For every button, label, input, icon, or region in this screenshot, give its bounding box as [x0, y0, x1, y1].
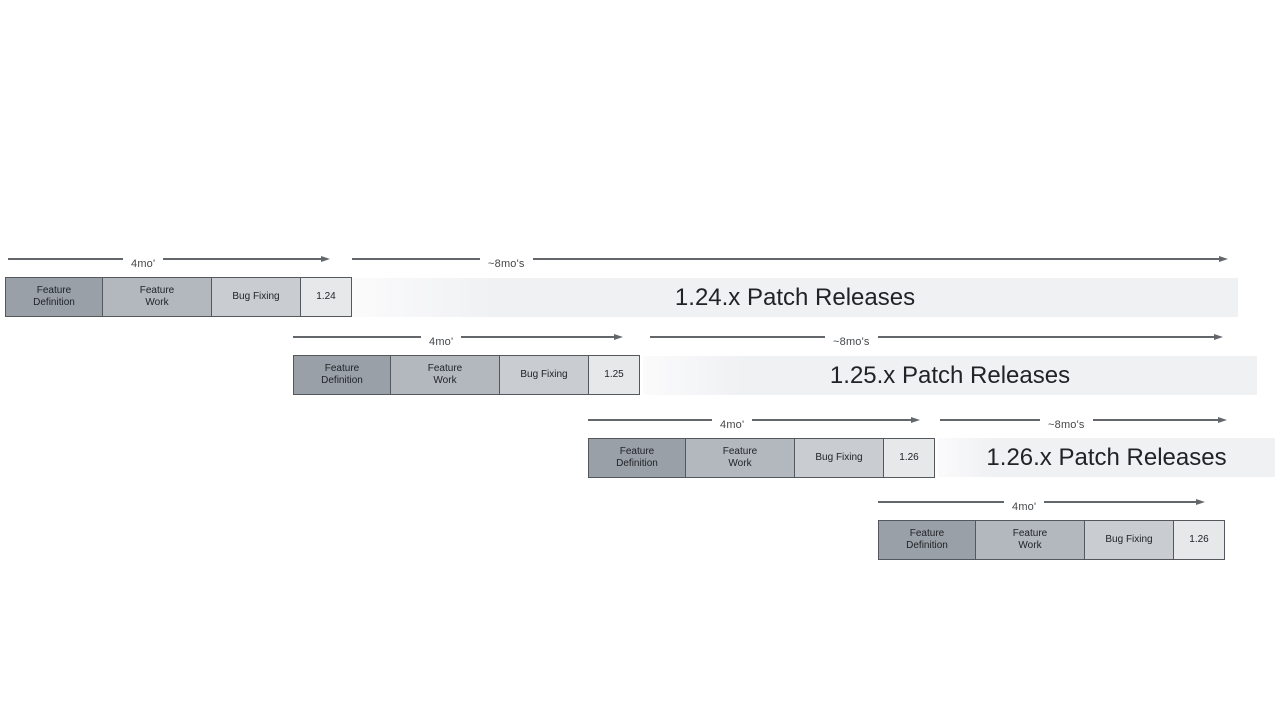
dev-cycle-arrow-row2: 4mo' — [293, 331, 623, 348]
phase-feature-work: Feature Work — [685, 438, 795, 478]
dev-duration-label-row3: 4mo' — [720, 419, 745, 431]
phase-feature-work: Feature Work — [102, 277, 212, 317]
arrow-line — [293, 336, 421, 338]
phase-feature-definition: Feature Definition — [878, 520, 976, 560]
version-label: 1.24 — [316, 290, 336, 302]
arrow-head-icon — [1218, 417, 1227, 423]
version-label: 1.25 — [604, 368, 624, 380]
release-cycle-boxes-row2: Feature Definition Feature Work Bug Fixi… — [293, 355, 640, 395]
version-box: 1.26 — [1173, 520, 1225, 560]
arrow-line — [352, 258, 480, 260]
release-cycle-boxes-row3: Feature Definition Feature Work Bug Fixi… — [588, 438, 935, 478]
patch-releases-bar-row3: 1.26.x Patch Releases — [938, 438, 1275, 477]
version-label: 1.26 — [899, 451, 919, 463]
patch-period-arrow-row3: ~8mo's — [940, 414, 1227, 431]
phase-bug-fixing: Bug Fixing — [211, 277, 301, 317]
phase-bug-fixing: Bug Fixing — [499, 355, 589, 395]
arrow-line — [588, 419, 712, 421]
patch-period-arrow-row2: ~8mo's — [650, 331, 1223, 348]
patch-duration-label-row3: ~8mo's — [1048, 419, 1085, 431]
version-box: 1.24 — [300, 277, 352, 317]
patch-releases-bar-row2: 1.25.x Patch Releases — [643, 356, 1257, 395]
patch-releases-label: 1.24.x Patch Releases — [674, 283, 916, 311]
arrow-line — [650, 336, 825, 338]
phase-label: Feature Definition — [321, 362, 363, 387]
arrow-head-icon — [1196, 499, 1205, 505]
arrow-line — [1092, 419, 1218, 421]
phase-label: Feature Work — [1012, 527, 1048, 552]
patch-duration-label-row1: ~8mo's — [488, 258, 525, 270]
arrow-line — [877, 336, 1214, 338]
phase-feature-work: Feature Work — [390, 355, 500, 395]
phase-label: Feature Work — [722, 445, 758, 470]
phase-label: Bug Fixing — [520, 368, 568, 380]
phase-feature-definition: Feature Definition — [5, 277, 103, 317]
phase-label: Feature Work — [427, 362, 463, 387]
dev-cycle-arrow-row3: 4mo' — [588, 414, 920, 431]
patch-releases-label: 1.25.x Patch Releases — [829, 361, 1071, 389]
phase-label: Bug Fixing — [815, 451, 863, 463]
release-cycle-boxes-row4: Feature Definition Feature Work Bug Fixi… — [878, 520, 1225, 560]
arrow-head-icon — [1214, 334, 1223, 340]
arrow-head-icon — [614, 334, 623, 340]
phase-bug-fixing: Bug Fixing — [1084, 520, 1174, 560]
phase-label: Bug Fixing — [232, 290, 280, 302]
dev-duration-label-row4: 4mo' — [1012, 501, 1037, 513]
arrow-head-icon — [911, 417, 920, 423]
version-box: 1.25 — [588, 355, 640, 395]
dev-duration-label-row1: 4mo' — [131, 258, 156, 270]
patch-releases-bar-row1: 1.24.x Patch Releases — [352, 278, 1238, 317]
version-box: 1.26 — [883, 438, 935, 478]
arrow-line — [940, 419, 1040, 421]
phase-feature-definition: Feature Definition — [293, 355, 391, 395]
arrow-head-icon — [321, 256, 330, 262]
release-cycle-boxes-row1: Feature Definition Feature Work Bug Fixi… — [5, 277, 352, 317]
arrow-line — [752, 419, 911, 421]
arrow-line — [532, 258, 1219, 260]
arrow-line — [461, 336, 614, 338]
version-label: 1.26 — [1189, 533, 1209, 545]
phase-label: Feature Definition — [33, 284, 75, 309]
arrow-head-icon — [1219, 256, 1228, 262]
patch-releases-label: 1.26.x Patch Releases — [986, 443, 1227, 471]
dev-cycle-arrow-row1: 4mo' — [8, 253, 330, 270]
arrow-line — [163, 258, 321, 260]
phase-feature-definition: Feature Definition — [588, 438, 686, 478]
phase-bug-fixing: Bug Fixing — [794, 438, 884, 478]
dev-cycle-arrow-row4: 4mo' — [878, 496, 1205, 513]
arrow-line — [1044, 501, 1196, 503]
phase-label: Feature Definition — [906, 527, 948, 552]
phase-label: Feature Definition — [616, 445, 658, 470]
phase-label: Bug Fixing — [1105, 533, 1153, 545]
arrow-line — [8, 258, 123, 260]
phase-label: Feature Work — [139, 284, 175, 309]
phase-feature-work: Feature Work — [975, 520, 1085, 560]
patch-duration-label-row2: ~8mo's — [833, 336, 870, 348]
arrow-line — [878, 501, 1004, 503]
dev-duration-label-row2: 4mo' — [429, 336, 454, 348]
patch-period-arrow-row1: ~8mo's — [352, 253, 1228, 270]
